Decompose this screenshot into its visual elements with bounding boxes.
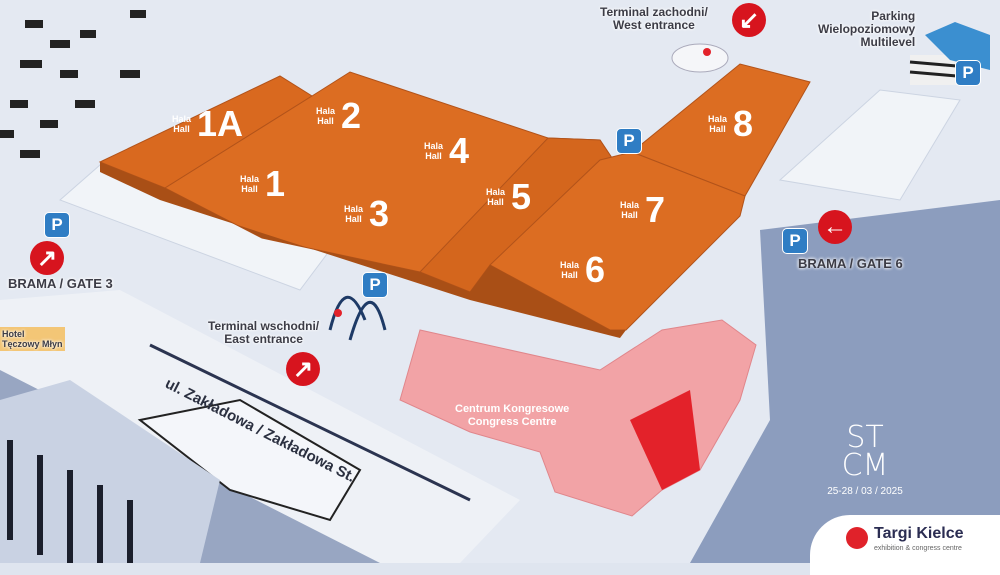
label-line: West entrance <box>612 18 695 32</box>
hall-word: Hall <box>709 124 726 134</box>
building-block-left <box>0 380 220 563</box>
hall-word: Hala <box>708 114 728 124</box>
hall-word: Hall <box>241 184 258 194</box>
hall-number: 2 <box>341 95 362 136</box>
hall-number: 5 <box>511 176 532 217</box>
congress-centre-label[interactable]: Centrum Kongresowe Congress Centre <box>455 403 569 429</box>
parking-lot-right <box>778 89 961 201</box>
parking-icon[interactable]: P <box>44 212 70 238</box>
congress-tower <box>630 390 700 490</box>
hall-word: Hall <box>561 270 578 280</box>
parking-icon[interactable]: P <box>362 272 388 298</box>
street-line <box>149 343 471 502</box>
hall-number: 4 <box>449 130 470 171</box>
gate-3-arrow-icon[interactable]: ↗ <box>30 241 64 275</box>
label-line: Centrum Kongresowe <box>455 403 570 415</box>
event-date: 25-28 / 03 / 2025 <box>827 486 903 497</box>
venue-map <box>0 10 1000 563</box>
hall-word: Hala <box>486 187 506 197</box>
hall-word: Hall <box>487 197 504 207</box>
east-terminal-label: Terminal wschodni/ East entrance <box>208 320 319 346</box>
hall-number: 1 <box>265 163 286 204</box>
east-terminal-arch <box>328 296 387 341</box>
ground-right-area <box>690 200 1000 563</box>
hall-front-wall <box>100 162 626 338</box>
hall-word: Hall <box>621 210 638 220</box>
label-line: Tęczowy Młyn <box>2 339 63 349</box>
hall-word: Hall <box>345 214 362 224</box>
label-line: Hotel <box>2 329 25 339</box>
label-line: Terminal wschodni/ <box>208 319 320 333</box>
hall-number: 1A <box>197 103 244 144</box>
hall-word: Hala <box>620 200 640 210</box>
label-line: Terminal zachodni/ <box>600 5 708 19</box>
houses <box>0 10 146 158</box>
targi-kielce-brand: Targi Kielce exhibition & congress centr… <box>810 515 1000 575</box>
label-line: Congress Centre <box>467 416 557 428</box>
hall-word: Hall <box>173 124 190 134</box>
label-line: East entrance <box>224 332 303 346</box>
hall-word: Hala <box>344 204 364 214</box>
brand-name: Targi Kielce <box>874 525 964 542</box>
hotel-label: Hotel Tęczowy Młyn <box>0 327 65 351</box>
parking-icon[interactable]: P <box>955 60 981 86</box>
gate-6-arrow-icon[interactable]: ← <box>818 210 852 244</box>
hall-word: Hall <box>425 151 442 161</box>
hall-word: Hala <box>172 114 192 124</box>
parking-label: Parking Wielopoziomowy Multilevel <box>818 10 915 49</box>
hall-number: 3 <box>369 193 390 234</box>
west-entrance-arrow-icon[interactable]: ↙ <box>732 3 766 37</box>
hall-number: 7 <box>645 189 666 230</box>
label-line: Wielopoziomowy <box>818 22 916 36</box>
hall-number: 6 <box>585 249 606 290</box>
brand-tagline: exhibition & congress centre <box>874 545 962 552</box>
hall-word: Hala <box>560 260 580 270</box>
parking-icon[interactable]: P <box>782 228 808 254</box>
west-terminal-building <box>671 43 729 73</box>
hall-word: Hall <box>317 116 334 126</box>
gate-6-label: BRAMA / GATE 6 <box>798 256 903 271</box>
hall-word: Hala <box>316 106 336 116</box>
west-terminal-label: Terminal zachodni/ West entrance <box>600 6 708 32</box>
hall-number: 8 <box>733 103 754 144</box>
parking-icon[interactable]: P <box>616 128 642 154</box>
targi-kielce-logo-icon <box>846 527 868 549</box>
event-logo: ST CM 25-28 / 03 / 2025 <box>820 420 910 504</box>
hall-word: Hala <box>424 141 444 151</box>
label-line: Multilevel <box>860 35 916 49</box>
gate-3-label: BRAMA / GATE 3 <box>8 276 113 291</box>
event-logo-text: ST CM <box>841 420 889 483</box>
hall-word: Hala <box>240 174 260 184</box>
label-line: Parking <box>871 9 916 23</box>
east-entrance-arrow-icon[interactable]: ↗ <box>286 352 320 386</box>
